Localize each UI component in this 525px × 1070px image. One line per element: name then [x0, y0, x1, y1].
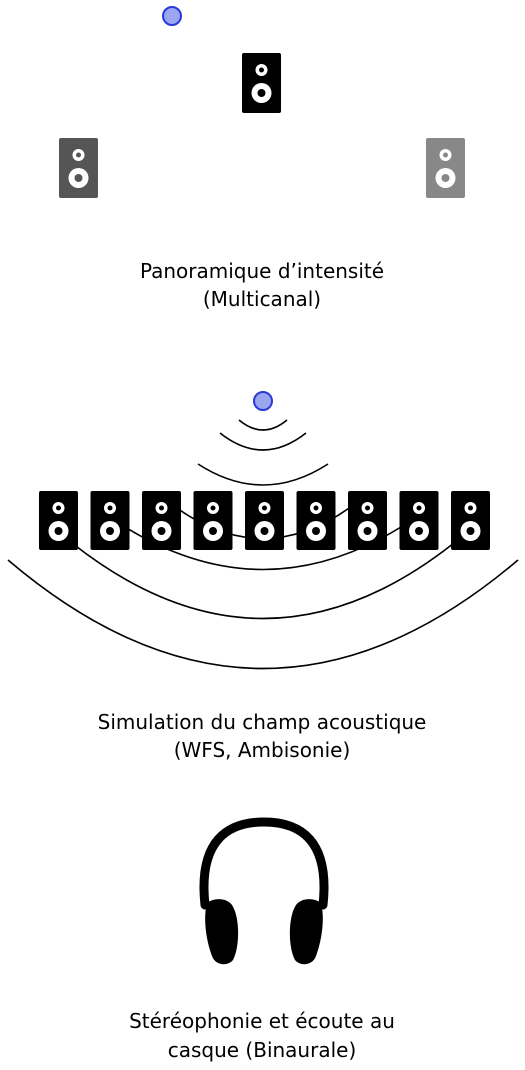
loudspeaker-icon	[39, 491, 78, 550]
sound-source-icon	[162, 6, 182, 26]
loudspeaker-icon	[399, 491, 439, 550]
loudspeaker-icon	[245, 491, 284, 550]
caption-multicanal-line1: Panoramique d’intensité	[140, 259, 384, 283]
virtual-source-wavefronts	[7, 419, 519, 670]
loudspeaker-icon	[142, 491, 181, 550]
headphones-icon	[199, 817, 329, 965]
speaker-array	[39, 491, 490, 550]
loudspeaker-icon	[348, 491, 387, 550]
sound-source-icon	[253, 391, 273, 411]
wavefront-2	[219, 432, 307, 451]
section-wfs: Simulation du champ acoustique (WFS, Amb…	[7, 391, 519, 762]
speaker-right-icon	[426, 138, 465, 198]
speaker-center-icon	[242, 53, 281, 113]
wavefront-1	[238, 419, 288, 431]
caption-multicanal-line2: (Multicanal)	[203, 287, 321, 311]
loudspeaker-icon	[296, 491, 336, 550]
caption-wfs-line2: (WFS, Ambisonie)	[174, 738, 351, 762]
speaker-left-icon	[59, 138, 98, 198]
loudspeaker-icon	[193, 491, 233, 550]
loudspeaker-icon	[451, 491, 490, 550]
wavefront-7	[7, 559, 519, 670]
section-multicanal: Panoramique d’intensité (Multicanal)	[59, 6, 465, 311]
caption-binaural-line2: casque (Binaurale)	[168, 1038, 357, 1062]
wavefront-6	[71, 542, 455, 620]
loudspeaker-icon	[90, 491, 130, 550]
caption-binaural-line1: Stéréophonie et écoute au	[129, 1009, 395, 1033]
caption-wfs-line1: Simulation du champ acoustique	[98, 710, 427, 734]
wavefront-3	[197, 463, 329, 486]
section-binaural: Stéréophonie et écoute au casque (Binaur…	[129, 817, 395, 1062]
